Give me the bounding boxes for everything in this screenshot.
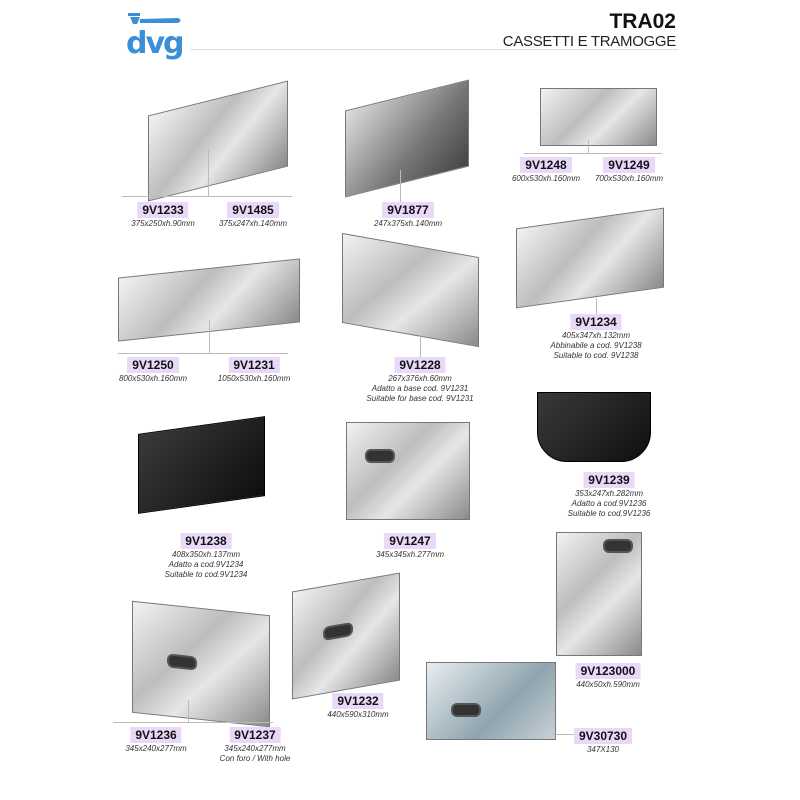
product-image-9v1248 xyxy=(540,88,657,146)
product-code: 9V1250 xyxy=(127,357,179,373)
connector-line xyxy=(420,335,421,357)
product-desc: 345x345xh.277mm xyxy=(375,550,445,559)
product-code: 9V1236 xyxy=(130,727,182,743)
product-desc: 347X130 xyxy=(586,745,620,754)
product-desc: 267x376xh.60mm xyxy=(388,374,452,383)
product-code: 9V1239 xyxy=(583,472,635,488)
product-desc: 375x247xh.140mm xyxy=(218,219,288,228)
product-image-9v1236-9v1237 xyxy=(132,600,270,728)
product-image-9v1234 xyxy=(516,207,664,309)
product-code: 9V30730 xyxy=(573,728,633,744)
product-desc: Adatto a cod.9V1236 xyxy=(571,499,647,508)
product-code: 9V1877 xyxy=(382,202,434,218)
product-code: 9V1232 xyxy=(332,693,384,709)
product-code: 9V1237 xyxy=(229,727,281,743)
product-image-9v1233-9v1485 xyxy=(148,80,288,202)
connector-line xyxy=(400,170,401,202)
product-image-9v1228 xyxy=(342,232,479,348)
product-image-9v1247 xyxy=(346,422,470,520)
product-desc: 408x350xh.137mm xyxy=(171,550,241,559)
connector-line xyxy=(524,153,662,154)
product-image-9v123000 xyxy=(556,532,642,656)
product-code: 9V1249 xyxy=(603,157,655,173)
product-image-9v30730 xyxy=(426,662,556,740)
product-code: 9V1233 xyxy=(137,202,189,218)
product-code: 9V1228 xyxy=(394,357,446,373)
product-desc: Adatto a cod.9V1234 xyxy=(168,560,244,569)
product-desc: Suitable for base cod. 9V1231 xyxy=(366,394,474,403)
product-desc: 247x375xh.140mm xyxy=(373,219,443,228)
connector-line xyxy=(588,140,589,153)
product-code: 9V1234 xyxy=(570,314,622,330)
connector-line xyxy=(188,700,189,722)
portafilter-icon xyxy=(128,13,181,24)
product-image-9v1232 xyxy=(292,572,400,700)
product-code: 9V1248 xyxy=(520,157,572,173)
product-code: 9V1231 xyxy=(228,357,280,373)
product-desc: Suitable to cod. 9V1238 xyxy=(553,351,639,360)
dvg-logo: dvg xyxy=(126,12,186,62)
connector-line xyxy=(113,722,273,723)
product-desc: 600x530xh.160mm xyxy=(511,174,581,183)
product-desc: Con foro / With hole xyxy=(219,754,291,763)
connector-line xyxy=(122,196,292,197)
product-desc: 345x240x277mm xyxy=(125,744,187,753)
product-desc: 375x250xh.90mm xyxy=(131,219,195,228)
product-desc: 353x247xh.282mm xyxy=(574,489,644,498)
connector-line xyxy=(596,298,597,314)
product-desc: Adatto a base cod. 9V1231 xyxy=(371,384,469,393)
connector-line xyxy=(208,150,209,196)
connector-line xyxy=(209,320,210,353)
product-code: 9V123000 xyxy=(575,663,641,679)
product-desc: 405x347xh.132mm xyxy=(561,331,631,340)
product-desc: Abbinabile a cod. 9V1238 xyxy=(550,341,642,350)
product-image-9v1238 xyxy=(138,416,265,514)
product-desc: 345x240x277mm xyxy=(224,744,286,753)
product-desc: 440x590x310mm xyxy=(327,710,389,719)
connector-line xyxy=(118,353,288,354)
product-desc: Suitable to cod.9V1236 xyxy=(567,509,651,518)
logo-text: dvg xyxy=(126,26,184,61)
product-desc: 800x530xh.160mm xyxy=(118,374,188,383)
product-desc: Suitable to cod.9V1234 xyxy=(164,570,248,579)
catalog-code: TRA02 xyxy=(609,10,676,33)
header-divider xyxy=(190,49,678,50)
product-desc: 1050x530xh.160mm xyxy=(217,374,291,383)
product-code: 9V1247 xyxy=(384,533,436,549)
product-desc: 700x530xh.160mm xyxy=(594,174,664,183)
page-title: CASSETTI E TRAMOGGE xyxy=(502,33,677,50)
product-image-9v1239 xyxy=(537,392,651,462)
product-desc: 440x50xh.590mm xyxy=(576,680,640,689)
product-code: 9V1485 xyxy=(227,202,279,218)
product-code: 9V1238 xyxy=(180,533,232,549)
connector-line xyxy=(553,734,578,735)
product-image-9v1877 xyxy=(345,79,469,198)
